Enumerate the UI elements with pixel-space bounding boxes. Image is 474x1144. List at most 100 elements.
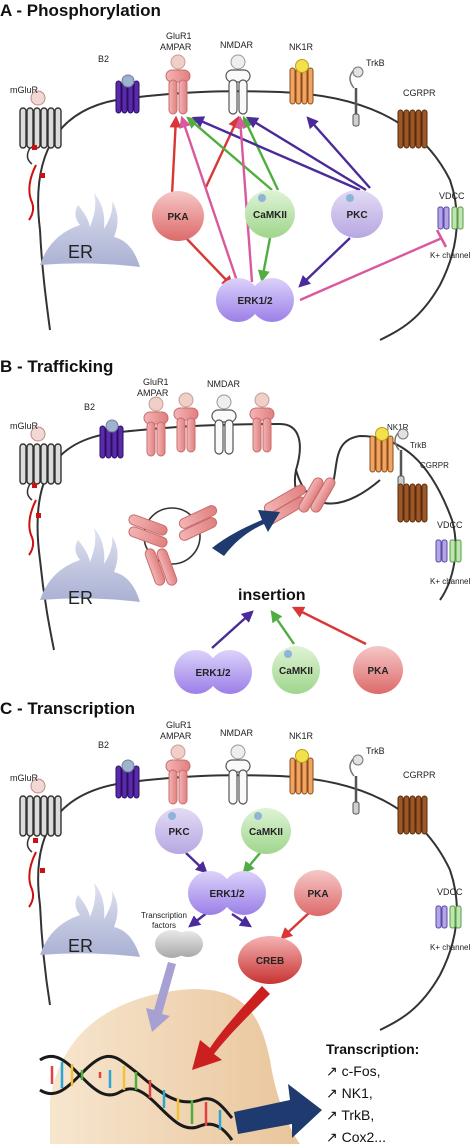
pkc-dot-c — [168, 812, 176, 820]
mglur-icon-a — [19, 90, 62, 165]
membrane-c-left — [39, 904, 51, 1006]
arrow-erk-insertion-b — [211, 610, 254, 649]
trkb-icon-b — [393, 427, 410, 490]
panel-a: A - Phosphorylation ER mGluR B2 GluR1 AM… — [0, 1, 470, 341]
arrow-pka-creb-c — [280, 911, 311, 940]
nmdar-icon-a — [225, 54, 251, 115]
trkb-icon-a — [348, 65, 365, 128]
b2-label-a: B2 — [98, 54, 109, 64]
pka-label-a: PKA — [167, 212, 188, 223]
b2-icon-b — [99, 419, 124, 459]
pkc-label-c: PKC — [168, 827, 189, 838]
arrow-camkii-nmdar-a — [242, 115, 280, 191]
b2-icon-a — [115, 74, 140, 114]
nucleus-c — [50, 989, 300, 1144]
k-channel-label-c: K+ channel — [430, 943, 470, 952]
mglur-node-c — [33, 838, 38, 843]
mglur-label-a: mGluR — [10, 85, 39, 95]
arrow-camkii-erk-a — [257, 237, 272, 283]
nk1r-icon-a — [289, 59, 314, 105]
vdcc-label-b: VDCC — [437, 520, 463, 530]
glur1-label-c: GluR1 — [166, 720, 192, 730]
arrow-pka-glur1-a — [169, 115, 182, 196]
erk-node-b — [174, 650, 252, 694]
arrow-erk-creb-c — [231, 913, 252, 928]
pkc-node-a — [331, 190, 383, 238]
mglur-label-c: mGluR — [10, 773, 39, 783]
mglur-label-b: mGluR — [10, 421, 39, 431]
membrane-b-fold — [295, 469, 381, 505]
inhibit-erk-k-channel-a — [299, 236, 443, 302]
erk-node-c — [188, 871, 266, 915]
cgrpr-icon-c — [397, 795, 428, 835]
camkii-node-a — [245, 190, 295, 238]
er-label-a: ER — [68, 242, 93, 262]
pka-label-b: PKA — [367, 666, 388, 677]
arrow-pka-erk-a — [185, 237, 234, 288]
gene-cox2: ↗ Cox2... — [326, 1129, 386, 1144]
pka-node-a — [152, 191, 204, 241]
b2-label-c: B2 — [98, 740, 109, 750]
membrane-a — [37, 90, 458, 341]
glur1-icon-b1 — [143, 396, 169, 457]
arrow-pkc-nmdar-a — [245, 116, 367, 192]
arrow-pka-insertion-b — [291, 606, 367, 646]
arrow-pkc-glur1-a — [191, 116, 361, 192]
cgrpr-icon-b — [397, 483, 428, 523]
camkii-dot-a — [258, 194, 266, 202]
dna-helix-c — [39, 1055, 234, 1141]
erk-node-a — [216, 278, 294, 322]
mglur-icon-b — [19, 426, 62, 501]
camkii-label-a: CaMKII — [253, 210, 287, 221]
arrow-camkii-insertion-b — [270, 610, 295, 645]
nk1r-icon-b — [369, 427, 394, 473]
vdcc-icon-c — [435, 905, 462, 929]
nk1r-icon-c — [289, 749, 314, 795]
vdcc-label-a: VDCC — [439, 191, 465, 201]
ampar-label-a: AMPAR — [160, 42, 192, 52]
nmdar-label-b: NMDAR — [207, 379, 240, 389]
trkb-icon-c — [348, 753, 365, 816]
mglur-node-a — [32, 145, 37, 150]
arrow-camkii-erk-c — [242, 852, 261, 874]
nmdar-label-a: NMDAR — [220, 40, 253, 50]
transcription-factors-label-line2: factors — [152, 921, 176, 930]
camkii-node-b — [272, 646, 320, 694]
creb-label-c: CREB — [256, 956, 284, 967]
camkii-dot-c — [254, 812, 262, 820]
arrow-pkc-nk1r-a — [306, 116, 371, 189]
ampar-label-c: AMPAR — [160, 731, 192, 741]
camkii-node-c — [241, 808, 291, 854]
trkb-label-c: TrkB — [366, 746, 385, 756]
creb-node-c — [238, 936, 302, 984]
camkii-dot-b — [284, 650, 292, 658]
mglur-node-c2 — [40, 868, 45, 873]
arrow-camkii-glur1-a — [186, 116, 273, 191]
panel-b: B - Trafficking ER mGluR B2 GluR1 AMPAR … — [0, 357, 470, 694]
ampar-label-b: AMPAR — [137, 388, 169, 398]
pka-node-c — [294, 870, 342, 916]
panel-c-title: C - Transcription — [0, 699, 135, 718]
glur1-label-a: GluR1 — [166, 31, 192, 41]
glur1-icon-a — [165, 54, 191, 115]
cgrpr-label-a: CGRPR — [403, 88, 436, 98]
arrow-pkc-erk-c — [185, 852, 208, 874]
mglur-tail-b — [28, 499, 37, 556]
trkb-label-a: TrkB — [366, 58, 385, 68]
er-label-c: ER — [68, 936, 93, 956]
nk1r-label-c: NK1R — [289, 731, 314, 741]
insertion-label-b: insertion — [238, 587, 306, 604]
membrane-c — [37, 774, 458, 1031]
pkc-dot-a — [346, 194, 354, 202]
camkii-label-c: CaMKII — [249, 827, 283, 838]
erk-label-b: ERK1/2 — [195, 668, 230, 679]
vdcc-icon-a — [437, 206, 464, 230]
panel-c: C - Transcription ER mGluR B2 GluR1 AMPA… — [0, 699, 470, 1144]
cgrpr-label-b: CGRPR — [420, 461, 449, 470]
membrane-b-left — [39, 559, 55, 651]
glur1-label-b: GluR1 — [143, 377, 169, 387]
gene-trkb: ↗ TrkB, — [326, 1107, 374, 1123]
pka-label-c: PKA — [307, 889, 328, 900]
glur1-icon-c — [165, 744, 191, 805]
transcription-output-arrow-c — [234, 1084, 322, 1138]
